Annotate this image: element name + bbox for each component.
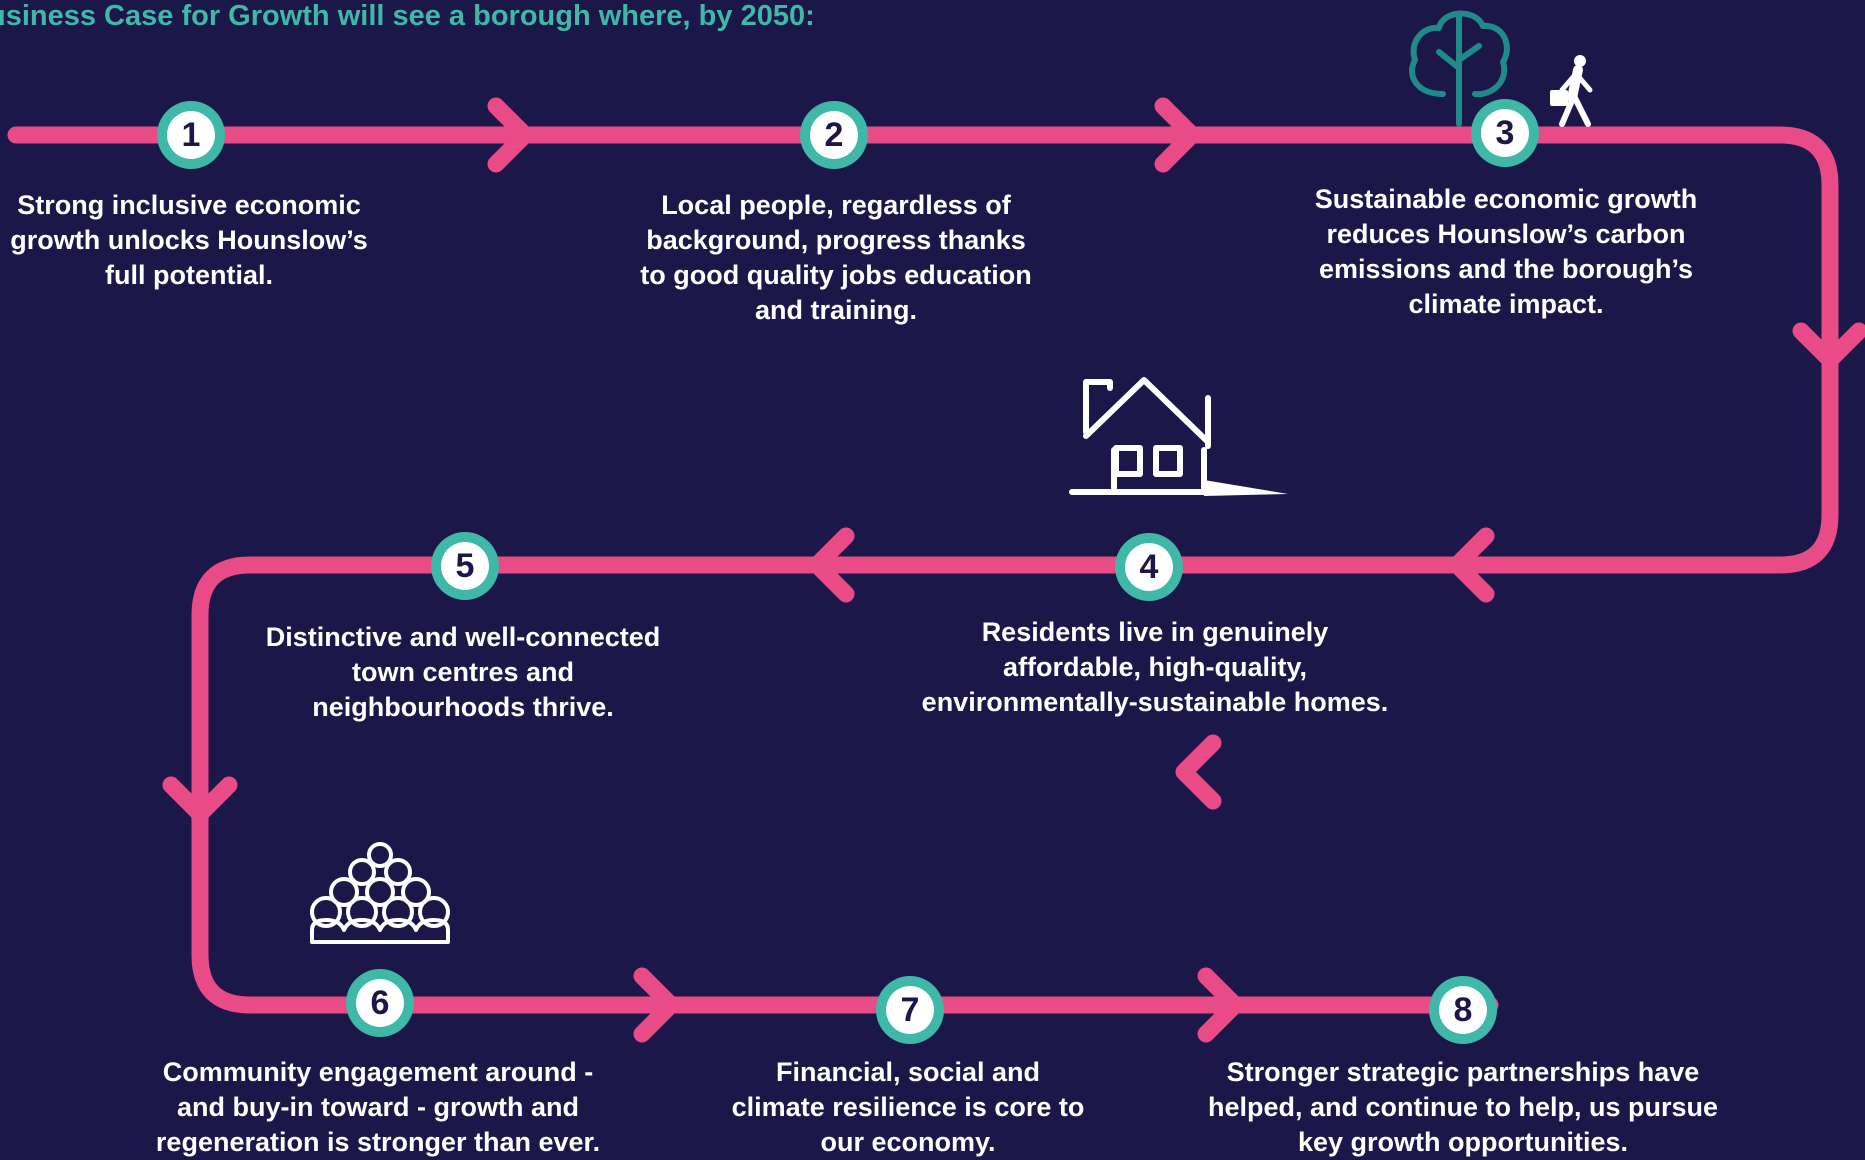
tree-icon — [1409, 10, 1510, 127]
step-marker-7: 7 — [876, 976, 944, 1044]
step-marker-1: 1 — [157, 101, 225, 169]
house-icon — [1069, 377, 1288, 496]
crowd-icon — [310, 842, 450, 944]
step-number: 5 — [441, 542, 489, 590]
step-4-text: Residents live in genuinely affordable, … — [921, 617, 1389, 717]
step-6-text: Community engagement around - and buy-in… — [155, 1057, 601, 1157]
step-number: 4 — [1125, 543, 1173, 591]
arrow-down-icon — [162, 776, 238, 823]
step-marker-5: 5 — [431, 532, 499, 600]
step-number: 3 — [1481, 109, 1529, 157]
step-marker-4: 4 — [1115, 533, 1183, 601]
step-number: 7 — [886, 986, 934, 1034]
step-5-text: Distinctive and well-connected town cent… — [265, 622, 661, 722]
step-marker-8: 8 — [1429, 976, 1497, 1044]
arrow-right-icon — [487, 97, 534, 173]
arrow-right-icon — [633, 967, 680, 1043]
step-number: 2 — [810, 111, 858, 159]
arrow-left-icon — [1448, 527, 1495, 603]
step-7-text: Financial, social and climate resilience… — [731, 1057, 1085, 1157]
page-heading: usiness Case for Growth will see a borou… — [0, 0, 815, 32]
arrow-right-icon — [1154, 97, 1201, 173]
step-marker-3: 3 — [1471, 99, 1539, 167]
step-number: 1 — [167, 111, 215, 159]
step-marker-6: 6 — [346, 969, 414, 1037]
arrow-left-icon — [808, 527, 855, 603]
step-number: 6 — [356, 979, 404, 1027]
step-marker-2: 2 — [800, 101, 868, 169]
step-1-text: Strong inclusive economic growth unlocks… — [10, 190, 368, 290]
step-3-text: Sustainable economic growth reduces Houn… — [1314, 184, 1698, 319]
arrow-down-icon — [1792, 322, 1865, 369]
step-2-text: Local people, regardless of background, … — [640, 190, 1032, 325]
route-line — [7, 126, 1839, 1014]
arrow-left-icon — [1175, 734, 1222, 810]
step-8-text: Stronger strategic partnerships have hel… — [1207, 1057, 1719, 1157]
walking-person-icon — [1550, 55, 1593, 127]
arrow-right-icon — [1197, 967, 1244, 1043]
step-number: 8 — [1439, 986, 1487, 1034]
